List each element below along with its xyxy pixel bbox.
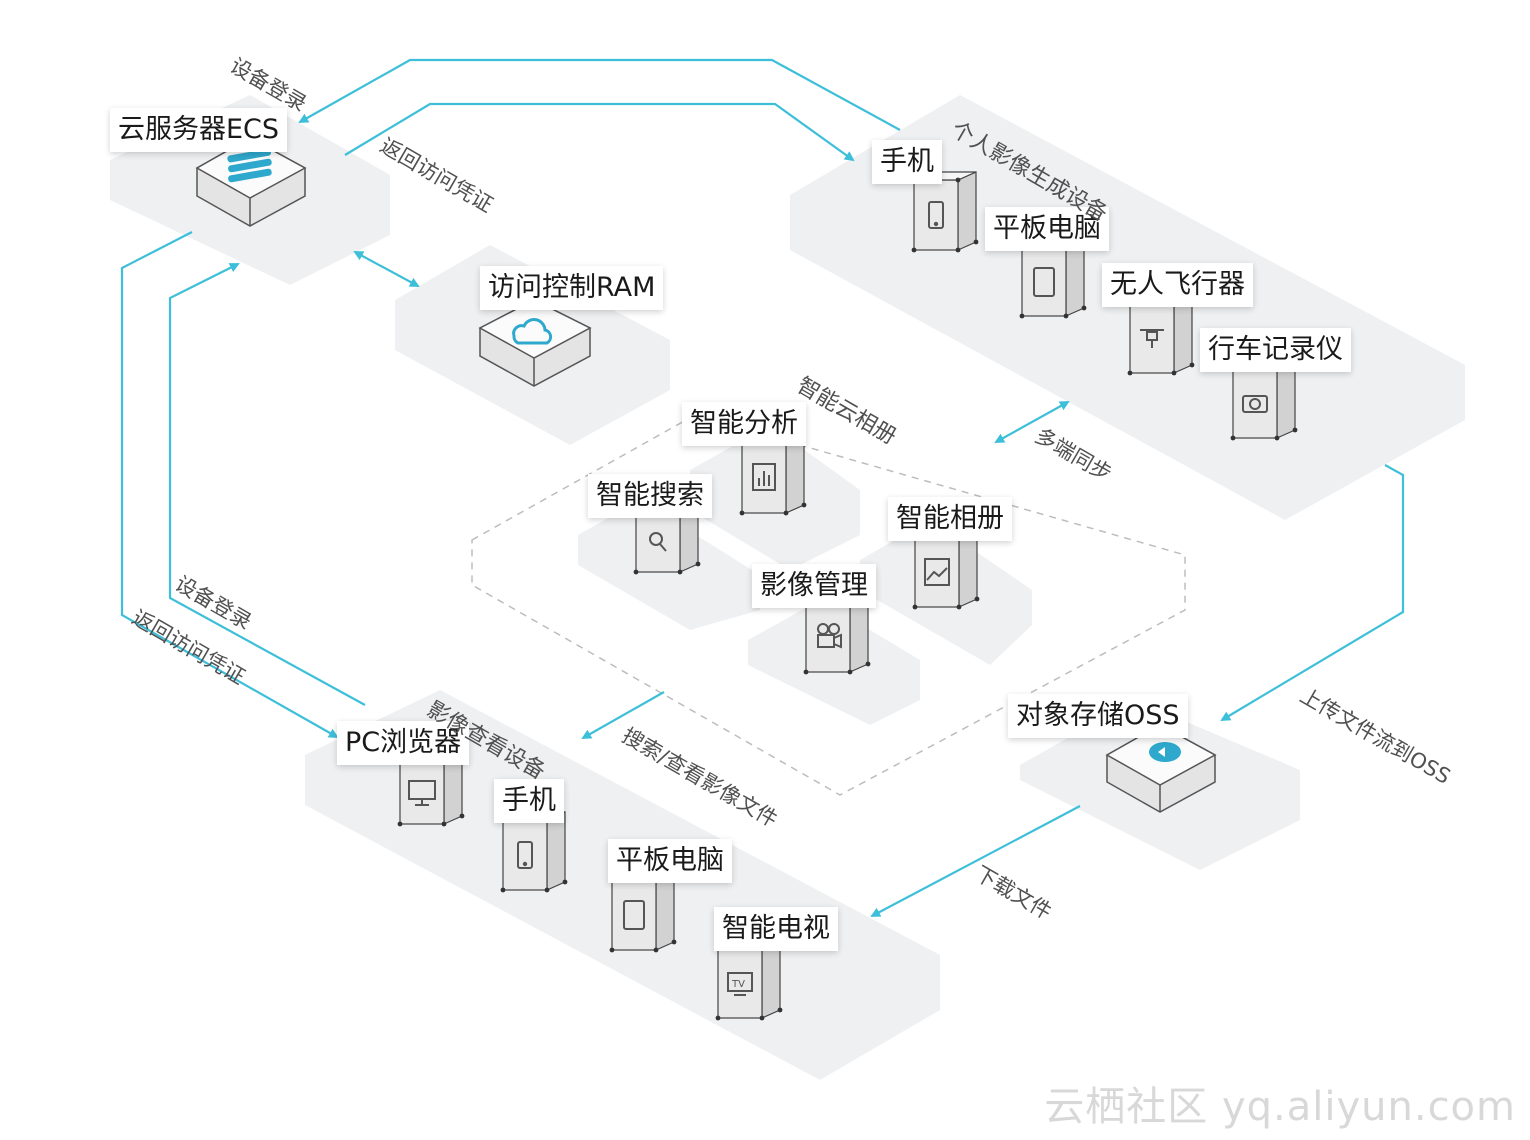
view-phone-label: 手机	[494, 779, 564, 823]
tv-icon: TV	[727, 972, 753, 996]
phone-icon	[928, 201, 944, 229]
device-pillar	[911, 171, 979, 253]
ram-label: 访问控制RAM	[480, 266, 664, 310]
view-pc-label: PC浏览器	[337, 721, 470, 765]
ecs-box	[195, 137, 307, 227]
device-pillar	[500, 811, 568, 893]
chart-icon	[752, 463, 776, 491]
server-icon	[227, 148, 272, 183]
oss-label: 对象存储OSS	[1008, 694, 1188, 738]
album-analysis-label: 智能分析	[682, 402, 806, 446]
album-gallery-label: 智能相册	[888, 497, 1012, 541]
picture-icon	[924, 558, 950, 586]
device-pillar	[609, 871, 677, 953]
device-pillar	[633, 503, 701, 575]
video-camera-icon	[817, 623, 842, 649]
magnifier-icon	[649, 532, 667, 552]
edge-search-view-line	[581, 691, 665, 739]
cloud-icon	[512, 318, 553, 345]
device-pillar	[912, 528, 980, 610]
album-search-label: 智能搜索	[588, 474, 712, 518]
device-pillar	[1127, 294, 1195, 376]
edge-multi-sync-line	[994, 401, 1070, 443]
album-manage-label: 影像管理	[752, 564, 876, 608]
edge-download-line	[870, 805, 1081, 917]
svg-text:TV: TV	[731, 979, 745, 990]
flow-lines	[120, 58, 1405, 917]
gen-drone-label: 无人飞行器	[1102, 263, 1253, 307]
edge-top-login-line	[298, 58, 901, 131]
device-pillar	[739, 434, 807, 516]
tablet-icon	[1033, 267, 1055, 297]
monitor-icon	[408, 780, 436, 806]
tablet-icon	[623, 900, 645, 930]
edge-top-credential-line	[344, 102, 855, 162]
edge-left-login-line	[168, 263, 366, 706]
edge-upload-line	[1220, 464, 1405, 722]
gen-tablet-label: 平板电脑	[985, 207, 1109, 251]
view-tablet-label: 平板电脑	[608, 839, 732, 883]
album-dashed-panel	[471, 414, 1186, 796]
edge-left-credential-line	[120, 231, 339, 738]
gen-dashcam-label: 行车记录仪	[1200, 328, 1351, 372]
phone-icon	[517, 841, 533, 869]
view-tv-label: 智能电视	[714, 907, 838, 951]
device-pillar: TV	[715, 939, 783, 1021]
drone-icon	[1140, 329, 1164, 348]
device-pillar	[1019, 239, 1087, 319]
camera-icon	[1242, 395, 1268, 413]
edge-ecs-ram-line	[353, 251, 420, 287]
gen-phone-label: 手机	[872, 140, 942, 184]
device-pillar	[1230, 359, 1298, 441]
watermark: 云栖社区 yq.aliyun.com	[1044, 1084, 1516, 1130]
ecs-label: 云服务器ECS	[110, 108, 288, 152]
